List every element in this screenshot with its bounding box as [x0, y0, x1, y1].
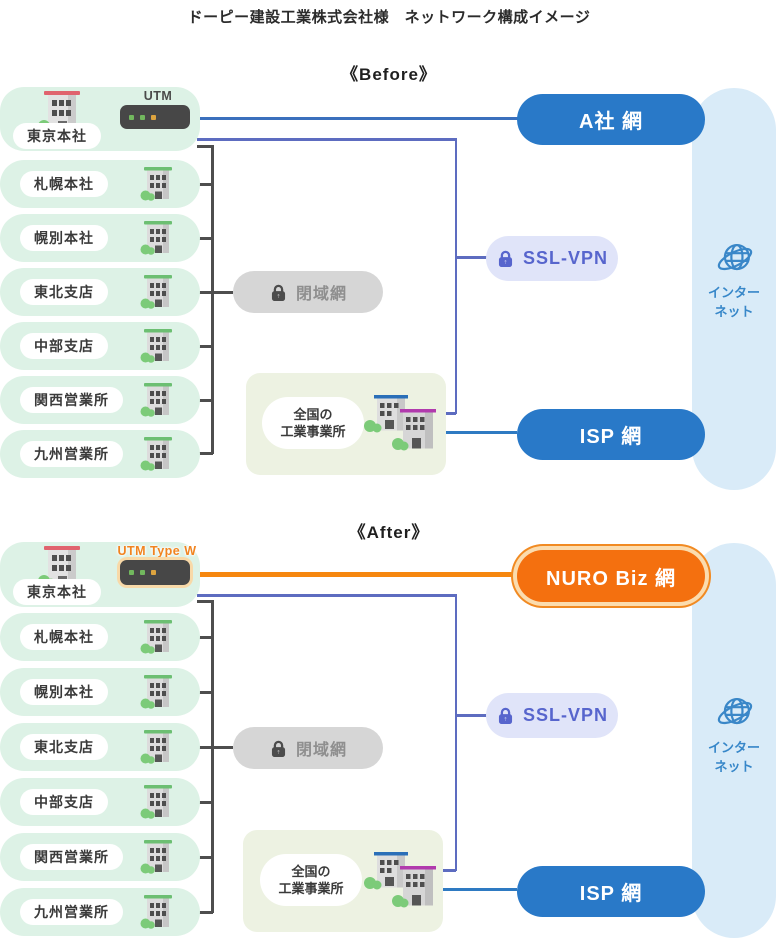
- before-ssl-vpn-pill: SSL-VPN: [486, 236, 618, 281]
- after-national-offices-label: 全国の工業事業所: [260, 854, 362, 906]
- building-icon: [140, 620, 172, 654]
- after-heading: 《After》: [348, 523, 430, 542]
- before-line-national-to-isp: [436, 431, 517, 434]
- office-label: 九州営業所: [20, 441, 123, 467]
- lock-icon: [271, 740, 286, 758]
- globe-icon: [715, 697, 755, 729]
- office-label: 東京本社: [13, 579, 101, 605]
- after-line-sslvpn-vertical: [454, 594, 457, 871]
- after-internet-label: インターネット: [707, 740, 760, 774]
- building-icon: [140, 840, 172, 874]
- before-wan-pill: A社 網: [517, 94, 705, 145]
- after-closed-network-pill: 閉域網: [233, 727, 383, 769]
- utm-device: [120, 105, 190, 129]
- before-line-hq-horizontal: [197, 138, 457, 141]
- device-led: [140, 114, 145, 120]
- building-icon: [140, 329, 172, 363]
- after-line-hq-horizontal: [197, 594, 457, 597]
- lock-icon: [498, 707, 513, 725]
- globe-icon: [715, 243, 755, 275]
- building-icon: [140, 785, 172, 819]
- office-label: 幌別本社: [20, 225, 108, 251]
- before-branch-tick: [199, 399, 213, 402]
- before-line-sslvpn-tick: [456, 256, 487, 259]
- device-led: [140, 570, 145, 575]
- office-label: 東北支店: [20, 279, 108, 305]
- office-label: 中部支店: [20, 333, 108, 359]
- before-branch-tick: [199, 183, 213, 186]
- building-icon: [140, 275, 172, 309]
- before-branch-trunk-line: [211, 145, 214, 454]
- before-branch-tick: [199, 345, 213, 348]
- after-branch-trunk-line: [211, 600, 214, 913]
- building-icon: [140, 437, 172, 471]
- before-trunk-top-connector: [197, 145, 213, 148]
- before-closed-network-pill: 閉域網: [233, 271, 383, 313]
- building-icon: [140, 730, 172, 764]
- office-label: 東北支店: [20, 734, 108, 760]
- after-line-national-to-isp: [436, 888, 517, 891]
- before-branch-tick: [199, 452, 213, 455]
- office-label: 札幌本社: [20, 624, 108, 650]
- after-line-utm-to-nuro: [189, 572, 518, 577]
- national-buildings-icon: [364, 395, 436, 451]
- before-heading: 《Before》: [341, 65, 437, 84]
- after-isp-pill: ISP 網: [517, 866, 705, 917]
- before-branch-tick: [199, 237, 213, 240]
- device-led: [151, 570, 156, 575]
- office-label: 幌別本社: [20, 679, 108, 705]
- device-led: [129, 114, 134, 120]
- before-internet-label: インターネット: [707, 285, 760, 319]
- before-line-sslvpn-vertical: [454, 138, 457, 414]
- lock-icon: [271, 284, 286, 302]
- device-led: [129, 570, 134, 575]
- office-label: 札幌本社: [20, 171, 108, 197]
- after-branch-tick: [199, 636, 213, 639]
- device-led: [151, 114, 156, 120]
- office-label: 九州営業所: [20, 899, 123, 925]
- building-icon: [140, 167, 172, 201]
- utm-label: UTM: [143, 89, 173, 103]
- closed-network-label: 閉域網: [295, 286, 347, 303]
- page-title: ドーピー建設工業株式会社様 ネットワーク構成イメージ: [187, 9, 591, 26]
- after-internet-blob: [692, 543, 776, 938]
- lock-icon: [498, 250, 513, 268]
- building-icon: [140, 895, 172, 929]
- office-label: 関西営業所: [20, 387, 123, 413]
- building-icon: [140, 383, 172, 417]
- building-icon: [140, 675, 172, 709]
- before-line-utm-to-wan: [189, 117, 518, 120]
- office-label: 関西営業所: [20, 844, 123, 870]
- after-branch-tick: [199, 691, 213, 694]
- after-branch-tick: [199, 911, 213, 914]
- before-national-offices-label: 全国の工業事業所: [262, 397, 364, 449]
- office-label: 中部支店: [20, 789, 108, 815]
- after-trunk-top-connector: [197, 600, 213, 603]
- ssl-vpn-label: SSL-VPN: [522, 705, 608, 725]
- closed-network-label: 閉域網: [295, 742, 347, 759]
- utm-type-w-label: UTM Type W: [117, 544, 197, 558]
- national-buildings-icon: [364, 852, 436, 908]
- after-ssl-vpn-pill: SSL-VPN: [486, 693, 618, 738]
- after-line-national-elbow: [437, 869, 456, 872]
- before-isp-pill: ISP 網: [517, 409, 705, 460]
- utm-device: [120, 560, 190, 585]
- building-icon: [140, 221, 172, 255]
- after-nuro-biz-pill: NURO Biz 網: [517, 550, 705, 602]
- after-branch-tick: [199, 856, 213, 859]
- ssl-vpn-label: SSL-VPN: [522, 248, 608, 268]
- after-branch-tick: [199, 801, 213, 804]
- office-label: 東京本社: [13, 123, 101, 149]
- after-branch-tick-closednet: [199, 746, 233, 749]
- before-line-national-elbow: [437, 412, 456, 415]
- before-branch-tick-closednet: [199, 291, 233, 294]
- after-line-sslvpn-tick: [456, 714, 487, 717]
- before-internet-blob: [692, 88, 776, 490]
